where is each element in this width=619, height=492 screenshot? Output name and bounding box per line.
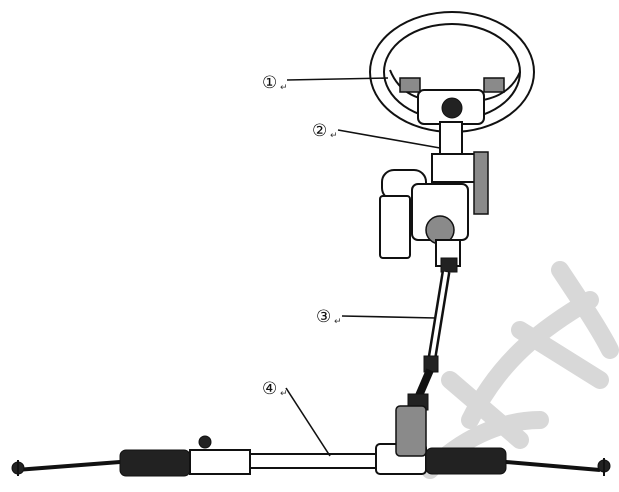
callout-3: ③ ↵ — [316, 307, 342, 327]
intermediate-shaft-icon — [407, 257, 458, 411]
steering-column-icon — [379, 121, 489, 267]
callout-4: ④ ↵ — [262, 379, 288, 399]
callout-1: ① ↵ — [262, 73, 288, 93]
callout-3-label: ③ — [316, 307, 331, 327]
callout-2: ② ↵ — [312, 121, 338, 141]
callout-3-mark: ↵ — [334, 317, 342, 327]
watermark — [421, 261, 619, 479]
callout-4-label: ④ — [262, 379, 277, 399]
steering-rack-icon — [11, 405, 611, 477]
callout-2-mark: ↵ — [330, 131, 338, 141]
callout-1-label: ① — [262, 73, 277, 93]
steering-wheel-icon — [369, 11, 535, 133]
callout-1-mark: ↵ — [280, 83, 288, 93]
leader-lines — [285, 77, 441, 457]
callout-2-label: ② — [312, 121, 327, 141]
callout-4-mark: ↵ — [280, 389, 288, 399]
